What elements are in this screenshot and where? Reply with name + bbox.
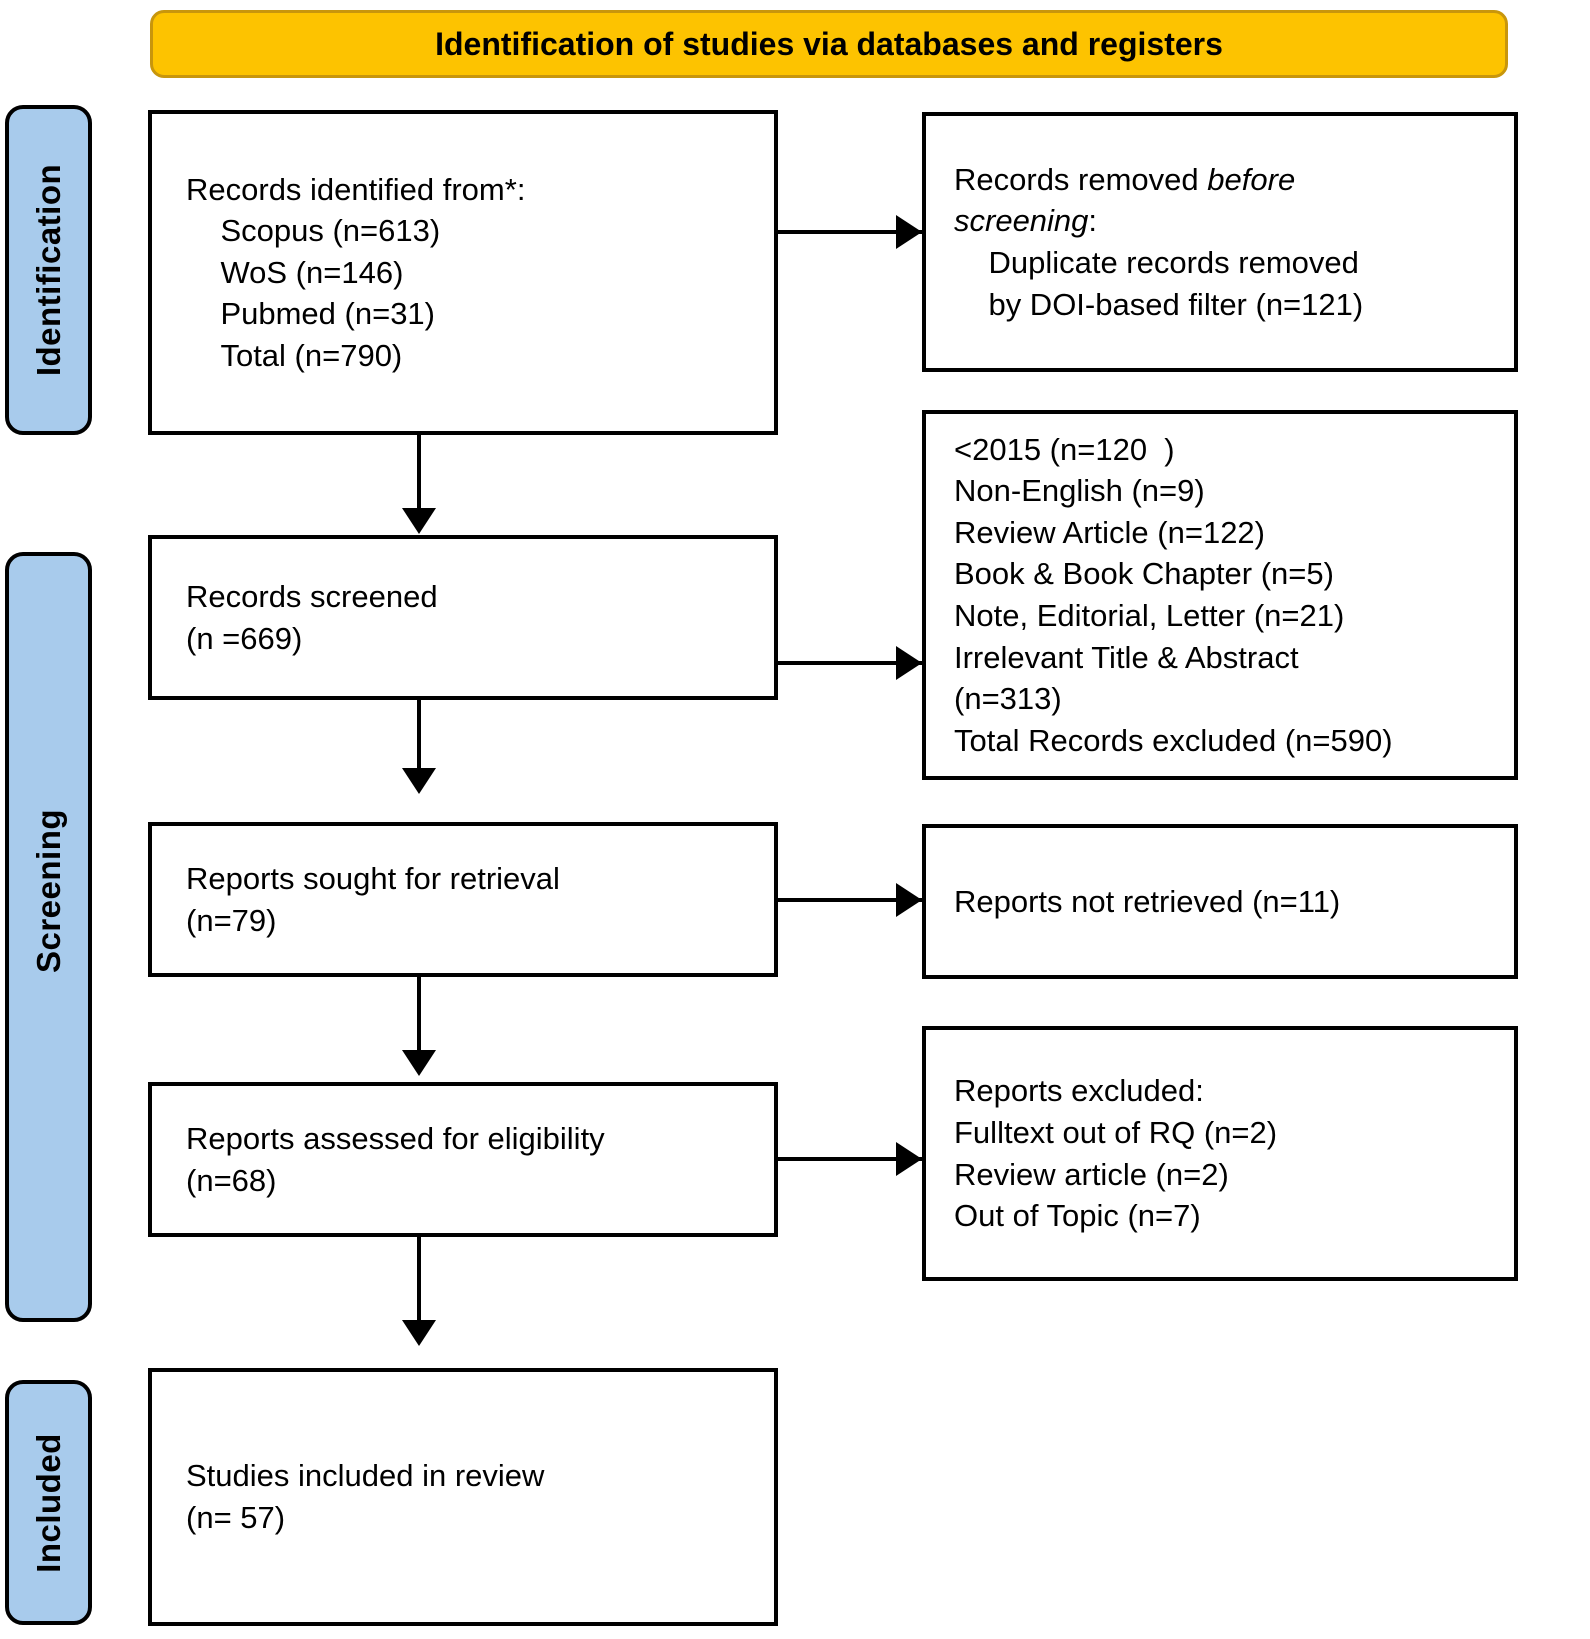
box-records-removed-emphasis-screening: screening [954, 203, 1089, 239]
box-records-removed-line-3: Duplicate records removed [954, 245, 1359, 280]
stage-label-included-text: Included [29, 1432, 67, 1573]
box-records-removed-line-4: by DOI-based filter (n=121) [954, 286, 1364, 322]
box-records-identified-line-3: WoS (n=146) [186, 254, 404, 290]
connector-assessed-to-repexcluded-arrow [896, 1142, 922, 1176]
box-records-removed-emphasis-before: before [1207, 161, 1296, 197]
box-reports-excluded-line-2: Fulltext out of RQ (n=2) [954, 1114, 1278, 1150]
box-reports-not-retrieved: Reports not retrieved (n=11) [922, 824, 1518, 979]
box-records-removed-line-1: Records removed before [926, 159, 1514, 201]
box-records-excluded-line-1: <2015 (n=120 ) [954, 431, 1175, 467]
box-records-excluded-line-7: (n=313) [954, 681, 1062, 717]
box-records-identified: Records identified from*: Scopus (n=613)… [148, 110, 778, 435]
box-records-screened-line-1: Records screened [186, 578, 438, 614]
box-reports-not-retrieved-line-1: Reports not retrieved (n=11) [954, 883, 1341, 919]
stage-label-included: Included [5, 1380, 92, 1625]
box-records-removed: Records removed before screening: Duplic… [922, 112, 1518, 372]
connector-identified-to-removed-arrow [896, 215, 922, 249]
connector-screened-to-sought-arrow [402, 768, 436, 794]
box-studies-included: Studies included in review (n= 57) [148, 1368, 778, 1626]
box-records-screened-line-2: (n =669) [186, 620, 303, 656]
connector-screened-to-sought-line [417, 700, 421, 770]
box-records-screened: Records screened (n =669) [148, 535, 778, 700]
connector-assessed-to-included-line [417, 1237, 421, 1325]
box-records-excluded: <2015 (n=120 ) Non-English (n=9) Review … [922, 410, 1518, 780]
connector-assessed-to-included-arrow [402, 1320, 436, 1346]
box-reports-excluded: Reports excluded: Fulltext out of RQ (n=… [922, 1026, 1518, 1281]
box-reports-sought: Reports sought for retrieval (n=79) [148, 822, 778, 977]
box-reports-sought-line-2: (n=79) [186, 902, 277, 938]
diagram-header-banner: Identification of studies via databases … [150, 10, 1508, 78]
stage-label-screening-text: Screening [29, 809, 67, 974]
box-records-excluded-line-3: Review Article (n=122) [954, 514, 1265, 550]
box-reports-assessed: Reports assessed for eligibility (n=68) [148, 1082, 778, 1237]
box-records-removed-line-2-colon: : [1088, 203, 1098, 239]
connector-sought-to-notretrieved-line [778, 898, 926, 902]
box-records-identified-line-2: Scopus (n=613) [186, 213, 441, 249]
stage-label-identification: Identification [5, 105, 92, 435]
connector-identified-to-screened-arrow [402, 508, 436, 534]
box-records-excluded-line-2: Non-English (n=9) [954, 473, 1205, 509]
box-reports-excluded-line-4: Out of Topic (n=7) [954, 1198, 1201, 1234]
box-records-excluded-line-4: Book & Book Chapter (n=5) [954, 556, 1334, 592]
connector-screened-to-excluded-arrow [896, 646, 922, 680]
box-studies-included-line-1: Studies included in review [186, 1458, 545, 1494]
diagram-title: Identification of studies via databases … [435, 25, 1223, 62]
box-reports-sought-line-1: Reports sought for retrieval [186, 860, 560, 896]
connector-assessed-to-repexcluded-line [778, 1157, 926, 1161]
box-reports-assessed-line-2: (n=68) [186, 1162, 277, 1198]
connector-identified-to-removed-line [778, 230, 926, 234]
box-records-identified-line-1: Records identified from*: [186, 171, 526, 207]
box-records-identified-line-5: Total (n=790) [186, 337, 403, 373]
box-records-excluded-line-6: Irrelevant Title & Abstract [954, 639, 1299, 675]
stage-label-identification-text: Identification [29, 163, 67, 377]
connector-screened-to-excluded-line [778, 661, 926, 665]
connector-sought-to-assessed-arrow [402, 1050, 436, 1076]
stage-label-screening: Screening [5, 552, 92, 1322]
box-records-excluded-line-8: Total Records excluded (n=590) [954, 722, 1393, 758]
connector-identified-to-screened-line [417, 435, 421, 513]
connector-sought-to-notretrieved-arrow [896, 883, 922, 917]
box-reports-excluded-line-3: Review article (n=2) [954, 1156, 1229, 1192]
box-reports-assessed-line-1: Reports assessed for eligibility [186, 1120, 605, 1156]
box-reports-excluded-line-1: Reports excluded: [954, 1073, 1204, 1109]
box-records-identified-line-4: Pubmed (n=31) [186, 296, 436, 332]
box-records-removed-line-2: screening: [926, 200, 1514, 242]
box-studies-included-line-2: (n= 57) [186, 1500, 286, 1535]
box-records-excluded-line-5: Note, Editorial, Letter (n=21) [954, 598, 1345, 633]
connector-sought-to-assessed-line [417, 977, 421, 1055]
box-records-removed-line-1-prefix: Records removed [954, 161, 1208, 197]
